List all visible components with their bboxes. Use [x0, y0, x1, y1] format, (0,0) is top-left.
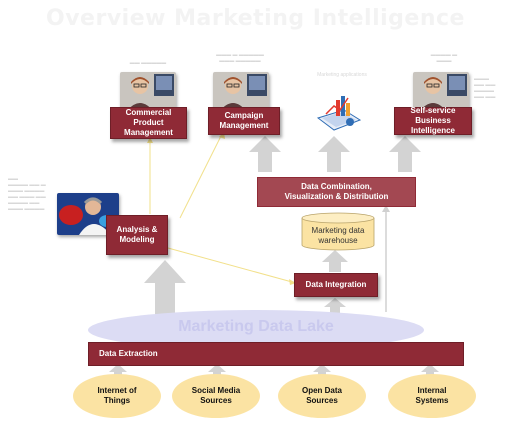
commercial-product-management-box: Commercial Product Management	[110, 107, 187, 139]
selfservice-label: Self-service Business Intelligence	[410, 106, 456, 135]
commercial-label: Commercial Product Management	[124, 108, 173, 137]
arrow-iot-up	[109, 364, 127, 378]
person-photo-selfservice	[413, 72, 469, 112]
line-analysis-to-integration	[167, 247, 293, 283]
arrow-to-marketing-apps	[318, 136, 350, 172]
integration-label: Data Integration	[305, 280, 367, 289]
line-analysis-to-campaign	[179, 133, 223, 219]
arrow-integration-to-warehouse	[322, 250, 348, 272]
source-open-data: Open Data Sources	[278, 374, 366, 418]
arrow-social-up	[208, 364, 226, 378]
analysis-label: Analysis & Modeling	[116, 225, 158, 244]
caption-side-left: ▬▬▬▬▬▬ ▬▬ ▬▬▬▬ ▬▬▬▬▬▬ ▬▬▬ ▬▬▬▬▬▬ ▬▬▬▬▬ ▬…	[8, 176, 46, 212]
person-photo-commercial	[120, 72, 176, 112]
caption-side-right: ▬▬▬▬▬ ▬▬▬▬▬▬▬▬ ▬▬	[474, 76, 496, 100]
combination-label: Data Combination, Visualization & Distri…	[284, 182, 389, 201]
data-integration-box: Data Integration	[294, 273, 378, 297]
arrow-internal-up	[421, 364, 439, 378]
iot-label: Internet of Things	[97, 386, 137, 405]
arrow-lake-to-integration	[324, 298, 346, 315]
self-service-bi-box: Self-service Business Intelligence	[394, 106, 472, 135]
caption-marketing-apps: Marketing applications	[317, 72, 367, 78]
arrow-to-campaign	[249, 136, 281, 172]
analysis-modeling-box: Analysis & Modeling	[106, 215, 168, 255]
campaign-label: Campaign Management	[219, 111, 269, 130]
page-title: Overview Marketing Intelligence	[46, 6, 465, 31]
report-chart-icon	[314, 92, 364, 134]
extraction-label: Data Extraction	[99, 349, 158, 358]
arrow-to-selfservice	[389, 136, 421, 172]
warehouse-label: Marketing data warehouse	[311, 226, 365, 245]
source-social-media: Social Media Sources	[172, 374, 260, 418]
caption-selfservice: ▬▬▬▬ ▬▬▬▬	[430, 52, 458, 64]
data-combination-box: Data Combination, Visualization & Distri…	[257, 177, 416, 207]
caption-commercial: ▬▬ ▬▬▬▬▬	[129, 60, 167, 66]
person-photo-campaign	[213, 72, 269, 112]
internal-label: Internal Systems	[415, 386, 449, 405]
data-extraction-bar: Data Extraction	[88, 342, 464, 366]
social-label: Social Media Sources	[191, 386, 241, 405]
caption-campaign: ▬▬▬ ▬ ▬▬▬▬▬▬▬▬ ▬▬▬▬▬	[216, 52, 264, 64]
data-lake-label: Marketing Data Lake	[178, 318, 334, 335]
opendata-label: Open Data Sources	[301, 386, 342, 405]
campaign-management-box: Campaign Management	[208, 107, 280, 135]
data-warehouse-cylinder	[301, 212, 375, 251]
arrow-opendata-up	[313, 364, 331, 378]
arrow-lake-to-analysis	[144, 260, 186, 316]
source-internal-systems: Internal Systems	[388, 374, 476, 418]
source-internet-of-things: Internet of Things	[73, 374, 161, 418]
